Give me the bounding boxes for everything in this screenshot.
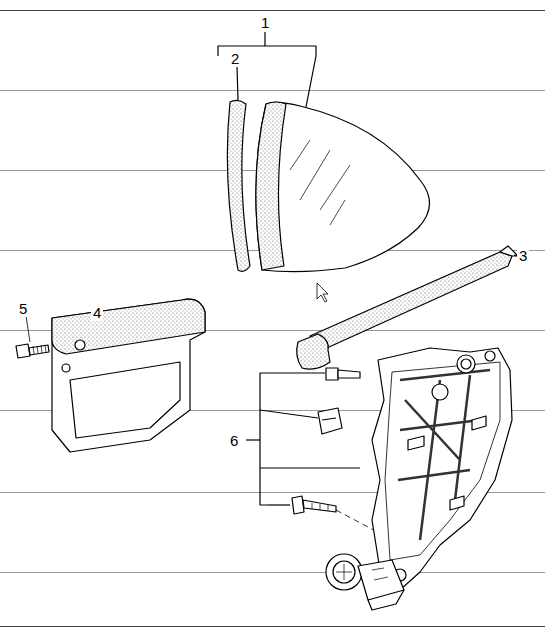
callout-number: 3 — [517, 247, 529, 264]
callout-number: 2 — [229, 50, 241, 67]
callout-number: 6 — [228, 432, 240, 449]
callout-number: 1 — [259, 14, 271, 31]
callout-number: 4 — [91, 304, 103, 321]
callout-number: 5 — [17, 300, 29, 317]
